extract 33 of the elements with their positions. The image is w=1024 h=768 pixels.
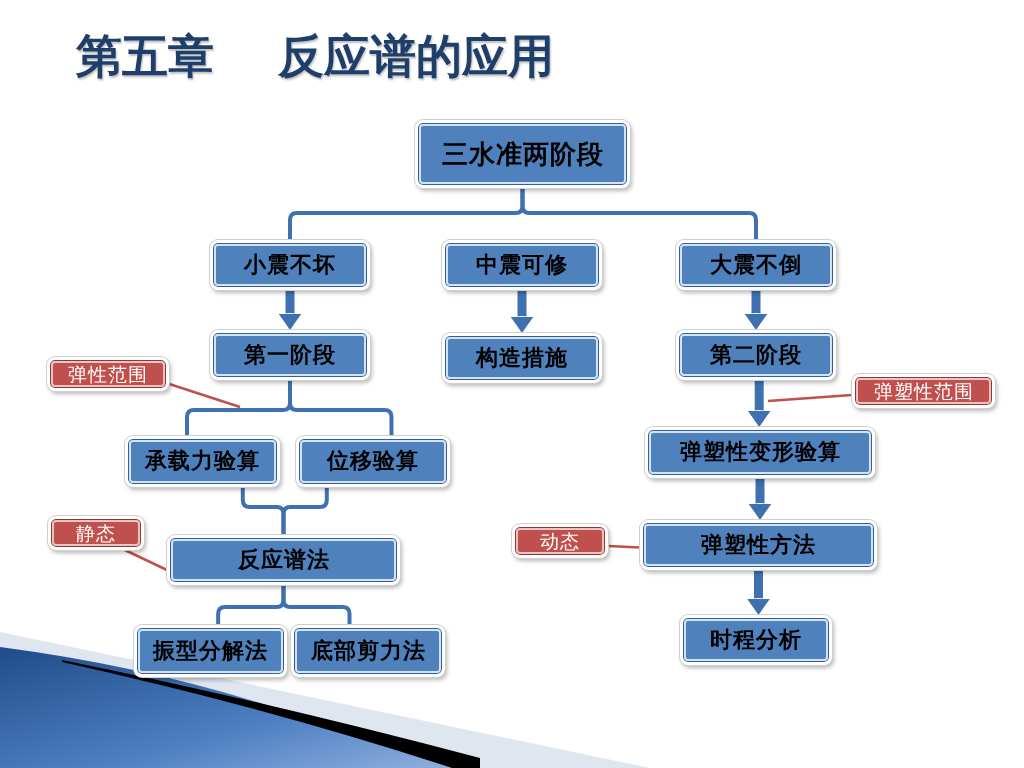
concept-box: 三水准两阶段 [415,120,630,188]
concept-box: 承载力验算 [125,436,280,487]
concept-box: 大震不倒 [676,240,836,290]
callout-box: 弹塑性范围 [852,374,995,408]
concept-box: 位移验算 [296,436,450,487]
concept-box: 弹塑性方法 [640,520,877,570]
bracket-line [281,585,352,625]
concept-box: 反应谱法 [167,535,400,585]
block-arrow [748,478,772,520]
callout-box: 静态 [48,516,144,550]
block-arrow [747,380,772,427]
concept-box: 小震不坏 [210,240,370,290]
leader-line [767,393,853,403]
leader-line [607,544,641,549]
concept-box: 中震可修 [442,240,602,290]
callout-box: 弹性范围 [47,357,169,391]
concept-box: 底部剪力法 [291,625,445,677]
block-arrow [278,290,302,330]
concept-box: 振型分解法 [134,625,287,677]
slide-title: 第五章 反应谱的应用 [76,30,554,83]
block-arrow [510,290,534,333]
concept-box: 构造措施 [442,333,602,383]
block-arrow [744,290,768,330]
leader-line [124,548,168,572]
concept-box: 弹塑性变形验算 [645,427,875,478]
callout-box: 动态 [512,524,608,558]
bracket-line [520,188,758,240]
concept-box: 时程分析 [680,615,832,665]
bracket-line [288,380,394,436]
block-arrow [746,570,771,615]
concept-box: 第二阶段 [676,330,836,380]
leader-line [167,382,241,409]
concept-box: 第一阶段 [210,330,370,380]
